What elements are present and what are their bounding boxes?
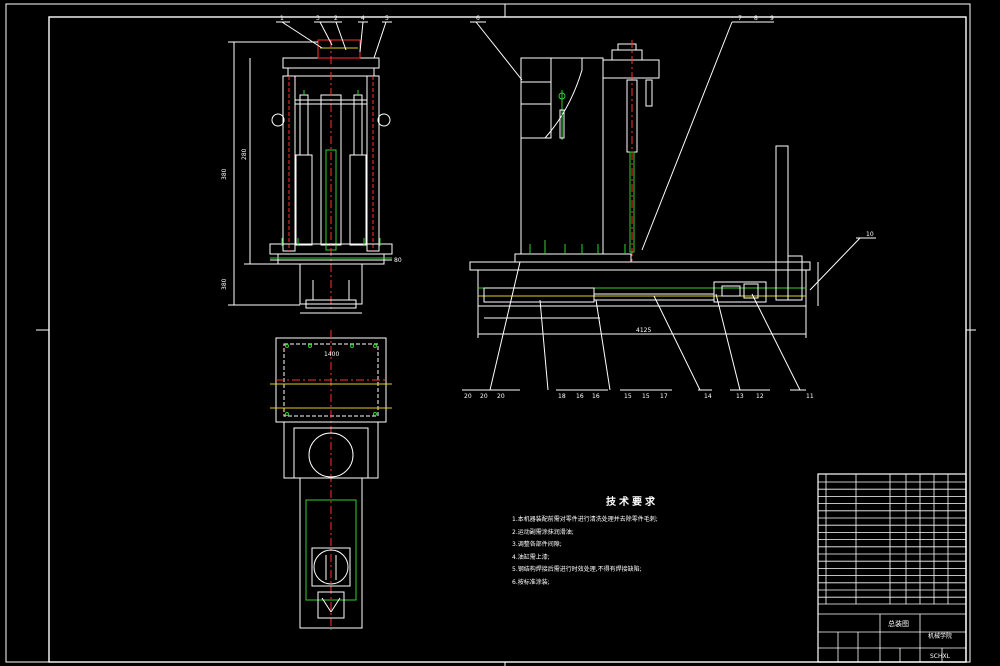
- callout-side-7: 7: [738, 15, 742, 22]
- callout-side-11: 11: [806, 393, 814, 400]
- callout-bottom-9: 14: [704, 393, 712, 400]
- callout-labels: 1 3 2 4 5 6 7 8 9 10 11 20 20 20 18 16 1…: [221, 15, 874, 400]
- callout-front-1: 1: [280, 15, 284, 22]
- callout-bottom-11: 12: [756, 393, 764, 400]
- callout-bottom-0: 20: [464, 393, 472, 400]
- side-view: [462, 21, 876, 391]
- requirement-item: 3.调整各部件间隙;: [512, 541, 562, 548]
- callout-front-4: 4: [361, 15, 365, 22]
- callout-front-2: 2: [334, 15, 338, 22]
- dim-front-0: 380: [221, 168, 228, 180]
- callout-bottom-4: 16: [576, 393, 584, 400]
- requirement-item: 4.油缸需上漆;: [512, 553, 550, 561]
- callout-side-8: 8: [754, 15, 758, 22]
- technical-requirements: 技术要求 1.本机器装配前需对零件进行清洗处理并去除零件毛刺; 2.运动副需涂抹…: [512, 493, 812, 589]
- title-block: [817, 473, 967, 663]
- sheet-border: [5, 3, 976, 666]
- callout-bottom-5: 16: [592, 393, 600, 400]
- requirement-item: 1.本机器装配前需对零件进行清洗处理并去除零件毛刺;: [512, 516, 658, 523]
- callout-bottom-6: 15: [624, 393, 632, 400]
- plan-view: [270, 330, 392, 630]
- callout-side-9: 9: [770, 15, 774, 22]
- dim-front-3: 80: [394, 257, 402, 264]
- dim-front-1: 280: [241, 148, 248, 160]
- callout-side-10: 10: [866, 231, 874, 238]
- callout-side-6: 6: [476, 15, 480, 22]
- bom-table-lines: [818, 481, 966, 598]
- requirement-item: 5.钢结构焊接后需进行时效处理,不得有焊接缺陷;: [512, 566, 642, 573]
- drawing-number: SCHXL: [930, 653, 951, 660]
- callout-bottom-10: 13: [736, 393, 744, 400]
- requirement-item: 6.按标准涂装;: [512, 578, 550, 586]
- callout-bottom-8: 17: [660, 393, 668, 400]
- front-view: [228, 21, 393, 314]
- requirement-item: 2.运动副需涂抹润滑油;: [512, 528, 574, 536]
- callout-bottom-2: 20: [497, 393, 505, 400]
- callout-bottom-7: 15: [642, 393, 650, 400]
- technical-requirements-title: 技术要求: [606, 497, 658, 508]
- dim-front-2: 380: [221, 278, 228, 290]
- company-name: 机械学院: [928, 632, 952, 640]
- callout-bottom-3: 18: [558, 393, 566, 400]
- dim-plan-width: 1400: [324, 351, 339, 358]
- callout-front-5: 5: [385, 15, 389, 22]
- dim-side-overall: 4125: [636, 327, 651, 334]
- callout-front-3: 3: [316, 15, 320, 22]
- callout-bottom-1: 20: [480, 393, 488, 400]
- drawing-name: 总装图: [888, 619, 909, 628]
